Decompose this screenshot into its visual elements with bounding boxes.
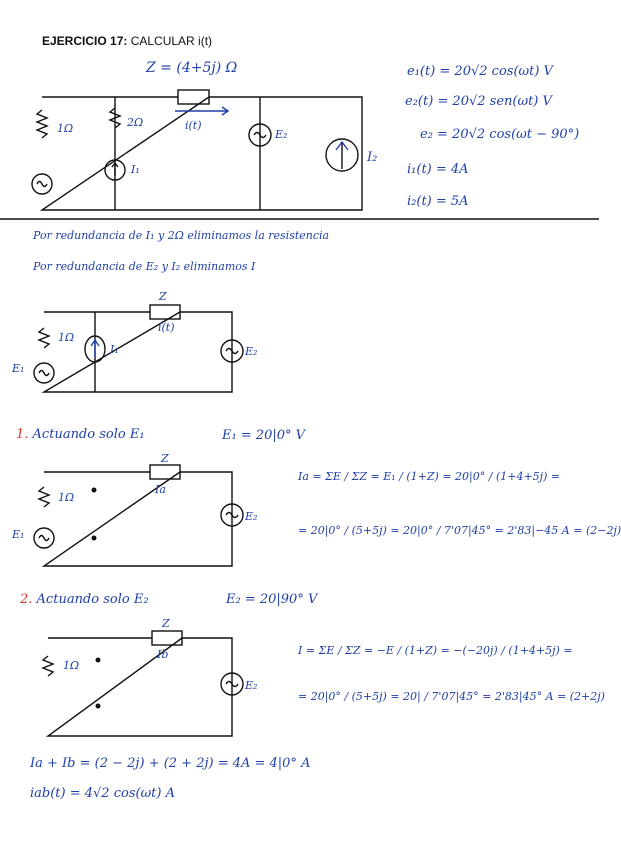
e1-label-2: E₁ (12, 362, 25, 375)
result-final: iab(t) = 4√2 cos(ωt) A (30, 786, 175, 801)
impedance-value: Z = (4+5j) Ω (146, 60, 238, 76)
step1-equation-1: Ia = ΣE / ΣZ = E₁ / (1+Z) = 20|0° / (1+4… (298, 470, 561, 483)
result-sum: Ia + Ib = (2 − 2j) + (2 + 2j) = 4A = 4|0… (30, 756, 311, 771)
step1-heading: 1. Actuando solo E₁ (16, 427, 145, 442)
step2-heading: 2. Actuando solo E₂ (20, 592, 149, 607)
i2-label: I₂ (367, 150, 378, 165)
ib-label: Ib (157, 648, 169, 661)
circuit-drawings (0, 89, 599, 737)
exercise-title: EJERCICIO 17: CALCULAR i(t) (42, 34, 212, 48)
step2-equation-1: I = ΣE / ΣZ = −E / (1+Z) = −(−20j) / (1+… (298, 644, 573, 657)
exercise-label: EJERCICIO 17: (42, 34, 128, 48)
step1-equation-2: = 20|0° / (5+5j) = 20|0° / 7'07|45° = 2'… (298, 524, 621, 537)
step2-title: Actuando solo E₂ (36, 592, 149, 607)
current-label-2: i(t) (158, 321, 175, 334)
i1-definition: i₁(t) = 4A (407, 162, 469, 177)
z-label-4: Z (162, 617, 170, 630)
note-redundancy-1: Por redundancia de I₁ y 2Ω eliminamos la… (33, 229, 330, 242)
step1-number: 1. (16, 427, 29, 442)
i1-label: I₁ (131, 163, 140, 176)
e1-label-3: E₁ (12, 528, 25, 541)
note-redundancy-2: Por redundancia de E₂ y I₂ eliminamos I (33, 260, 256, 273)
ia-label: Ia (155, 483, 166, 496)
e2-definition: e₂(t) = 20√2 sen(ωt) V (405, 94, 552, 109)
e2-label-3: E₂ (245, 510, 258, 523)
z-label-3: Z (161, 452, 169, 465)
r2-label: 2Ω (127, 116, 144, 129)
e2-cos-form: e₂ = 20√2 cos(ωt − 90°) (420, 127, 580, 142)
current-label: i(t) (185, 119, 202, 132)
i2-definition: i₂(t) = 5A (407, 194, 469, 209)
z-label-2: Z (159, 290, 167, 303)
r1-label-2: 1Ω (58, 331, 75, 344)
step1-title: Actuando solo E₁ (32, 427, 145, 442)
step1-source: E₁ = 20|0° V (222, 428, 306, 443)
e2-label-2: E₂ (245, 345, 258, 358)
i1-label-2: I₁ (110, 343, 119, 356)
step2-source: E₂ = 20|90° V (226, 592, 318, 607)
r1-label-3: 1Ω (58, 491, 75, 504)
r1-label: 1Ω (57, 122, 74, 135)
step2-number: 2. (20, 592, 33, 607)
e1-definition: e₁(t) = 20√2 cos(ωt) V (407, 64, 553, 79)
r1-label-4: 1Ω (63, 659, 80, 672)
step2-equation-2: = 20|0° / (5+5j) = 20| / 7'07|45° = 2'83… (298, 690, 605, 703)
e2-label: E₂ (275, 128, 288, 141)
exercise-task: CALCULAR i(t) (130, 34, 213, 48)
e2-label-4: E₂ (245, 679, 258, 692)
